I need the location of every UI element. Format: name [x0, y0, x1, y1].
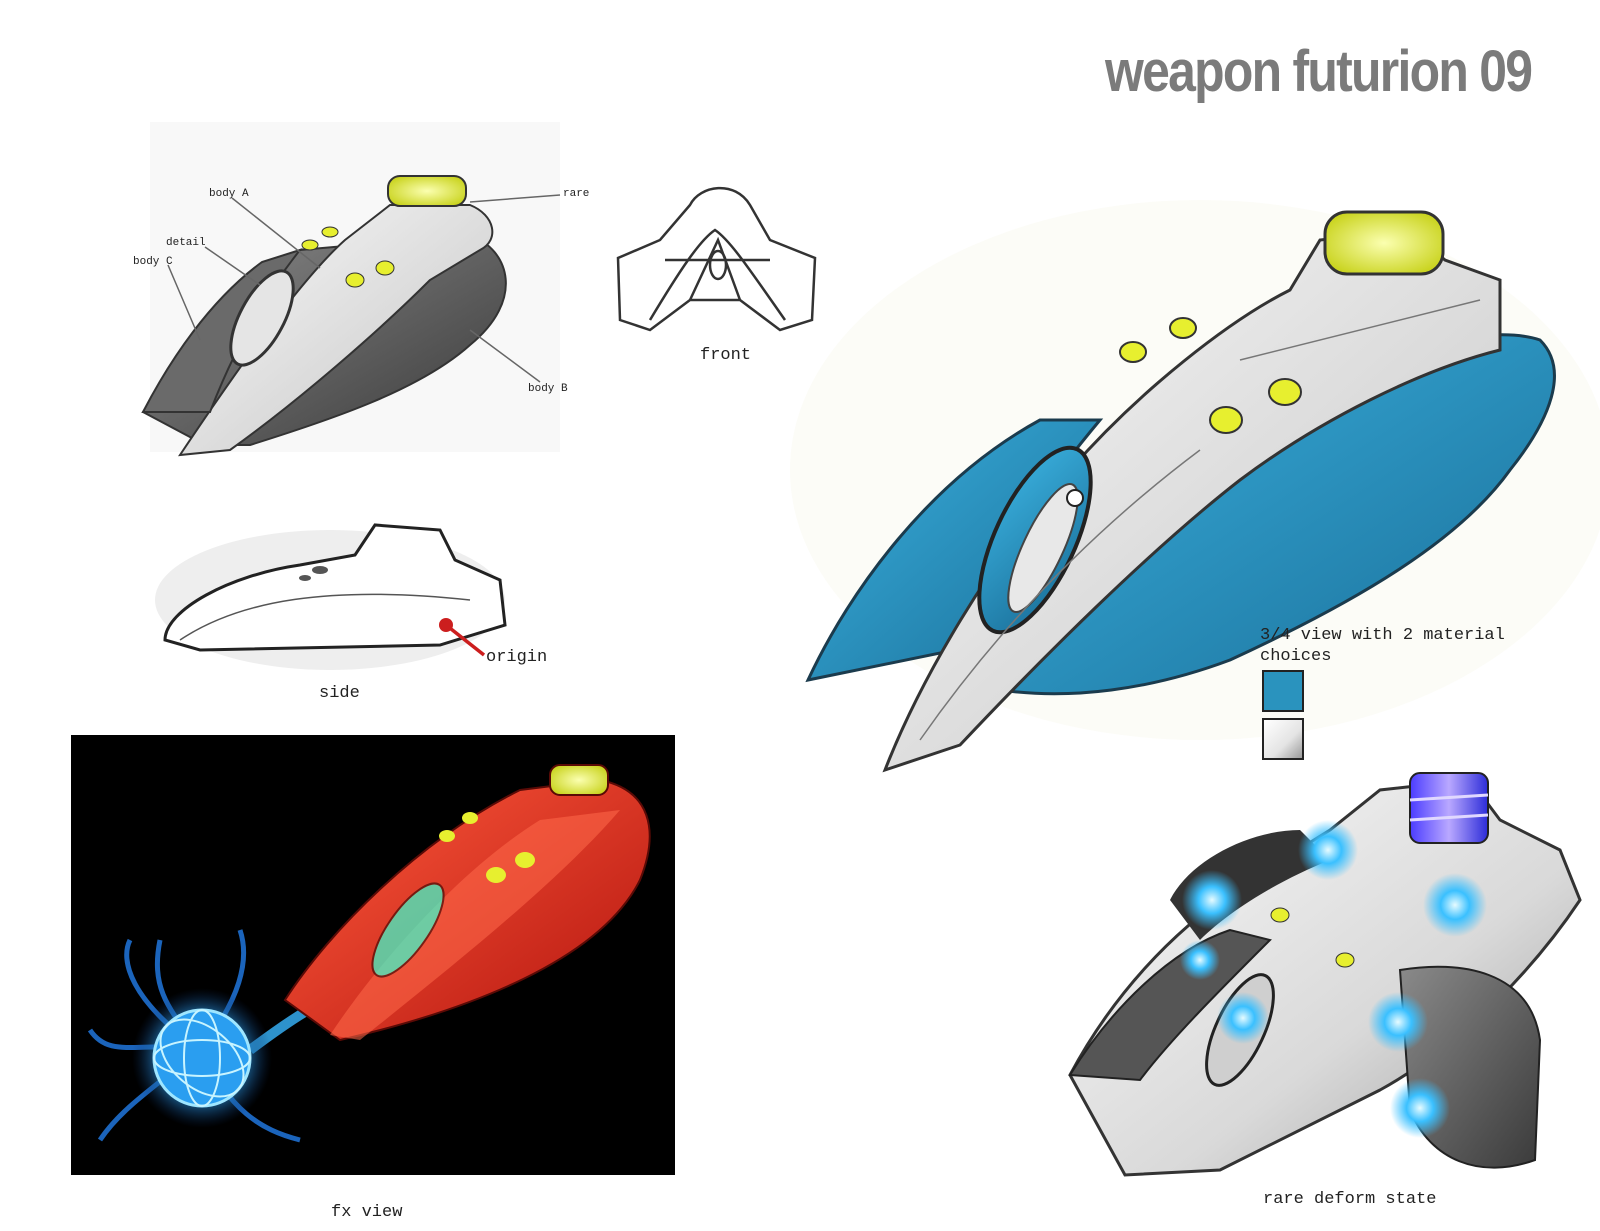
callout-body-a: body A	[209, 188, 249, 200]
three-quarter-view	[790, 200, 1600, 773]
callout-body-b: body B	[528, 383, 568, 395]
fx-cockpit	[371, 882, 445, 978]
callout-body-c: body C	[133, 256, 173, 268]
callout-origin: origin	[486, 648, 548, 667]
caption-three-quarter: 3/4 view with 2 material choices	[1260, 626, 1505, 666]
callout-rare: rare	[563, 188, 590, 200]
sketch-canopy	[387, 175, 467, 207]
page-title: weapon futurion 09	[1105, 39, 1533, 104]
sketch-cockpit	[229, 269, 295, 367]
caption-fx-view: fx view	[331, 1203, 403, 1222]
caption-front: front	[700, 346, 752, 365]
front-view-sketch	[616, 186, 817, 332]
callout-detail: detail	[166, 237, 206, 249]
yellow-canopy	[1323, 210, 1445, 276]
rare-deform-view	[1068, 772, 1582, 1177]
side-view-sketch	[155, 523, 507, 670]
material-swatch-blue	[1262, 670, 1304, 712]
fx-canopy	[549, 764, 609, 796]
fx-view	[87, 764, 651, 1143]
caption-side: side	[319, 684, 360, 703]
rare-core	[1409, 772, 1489, 844]
material-swatch-white	[1262, 718, 1304, 760]
annotated-sketch	[141, 122, 561, 457]
caption-rare-deform: rare deform state	[1263, 1190, 1437, 1209]
